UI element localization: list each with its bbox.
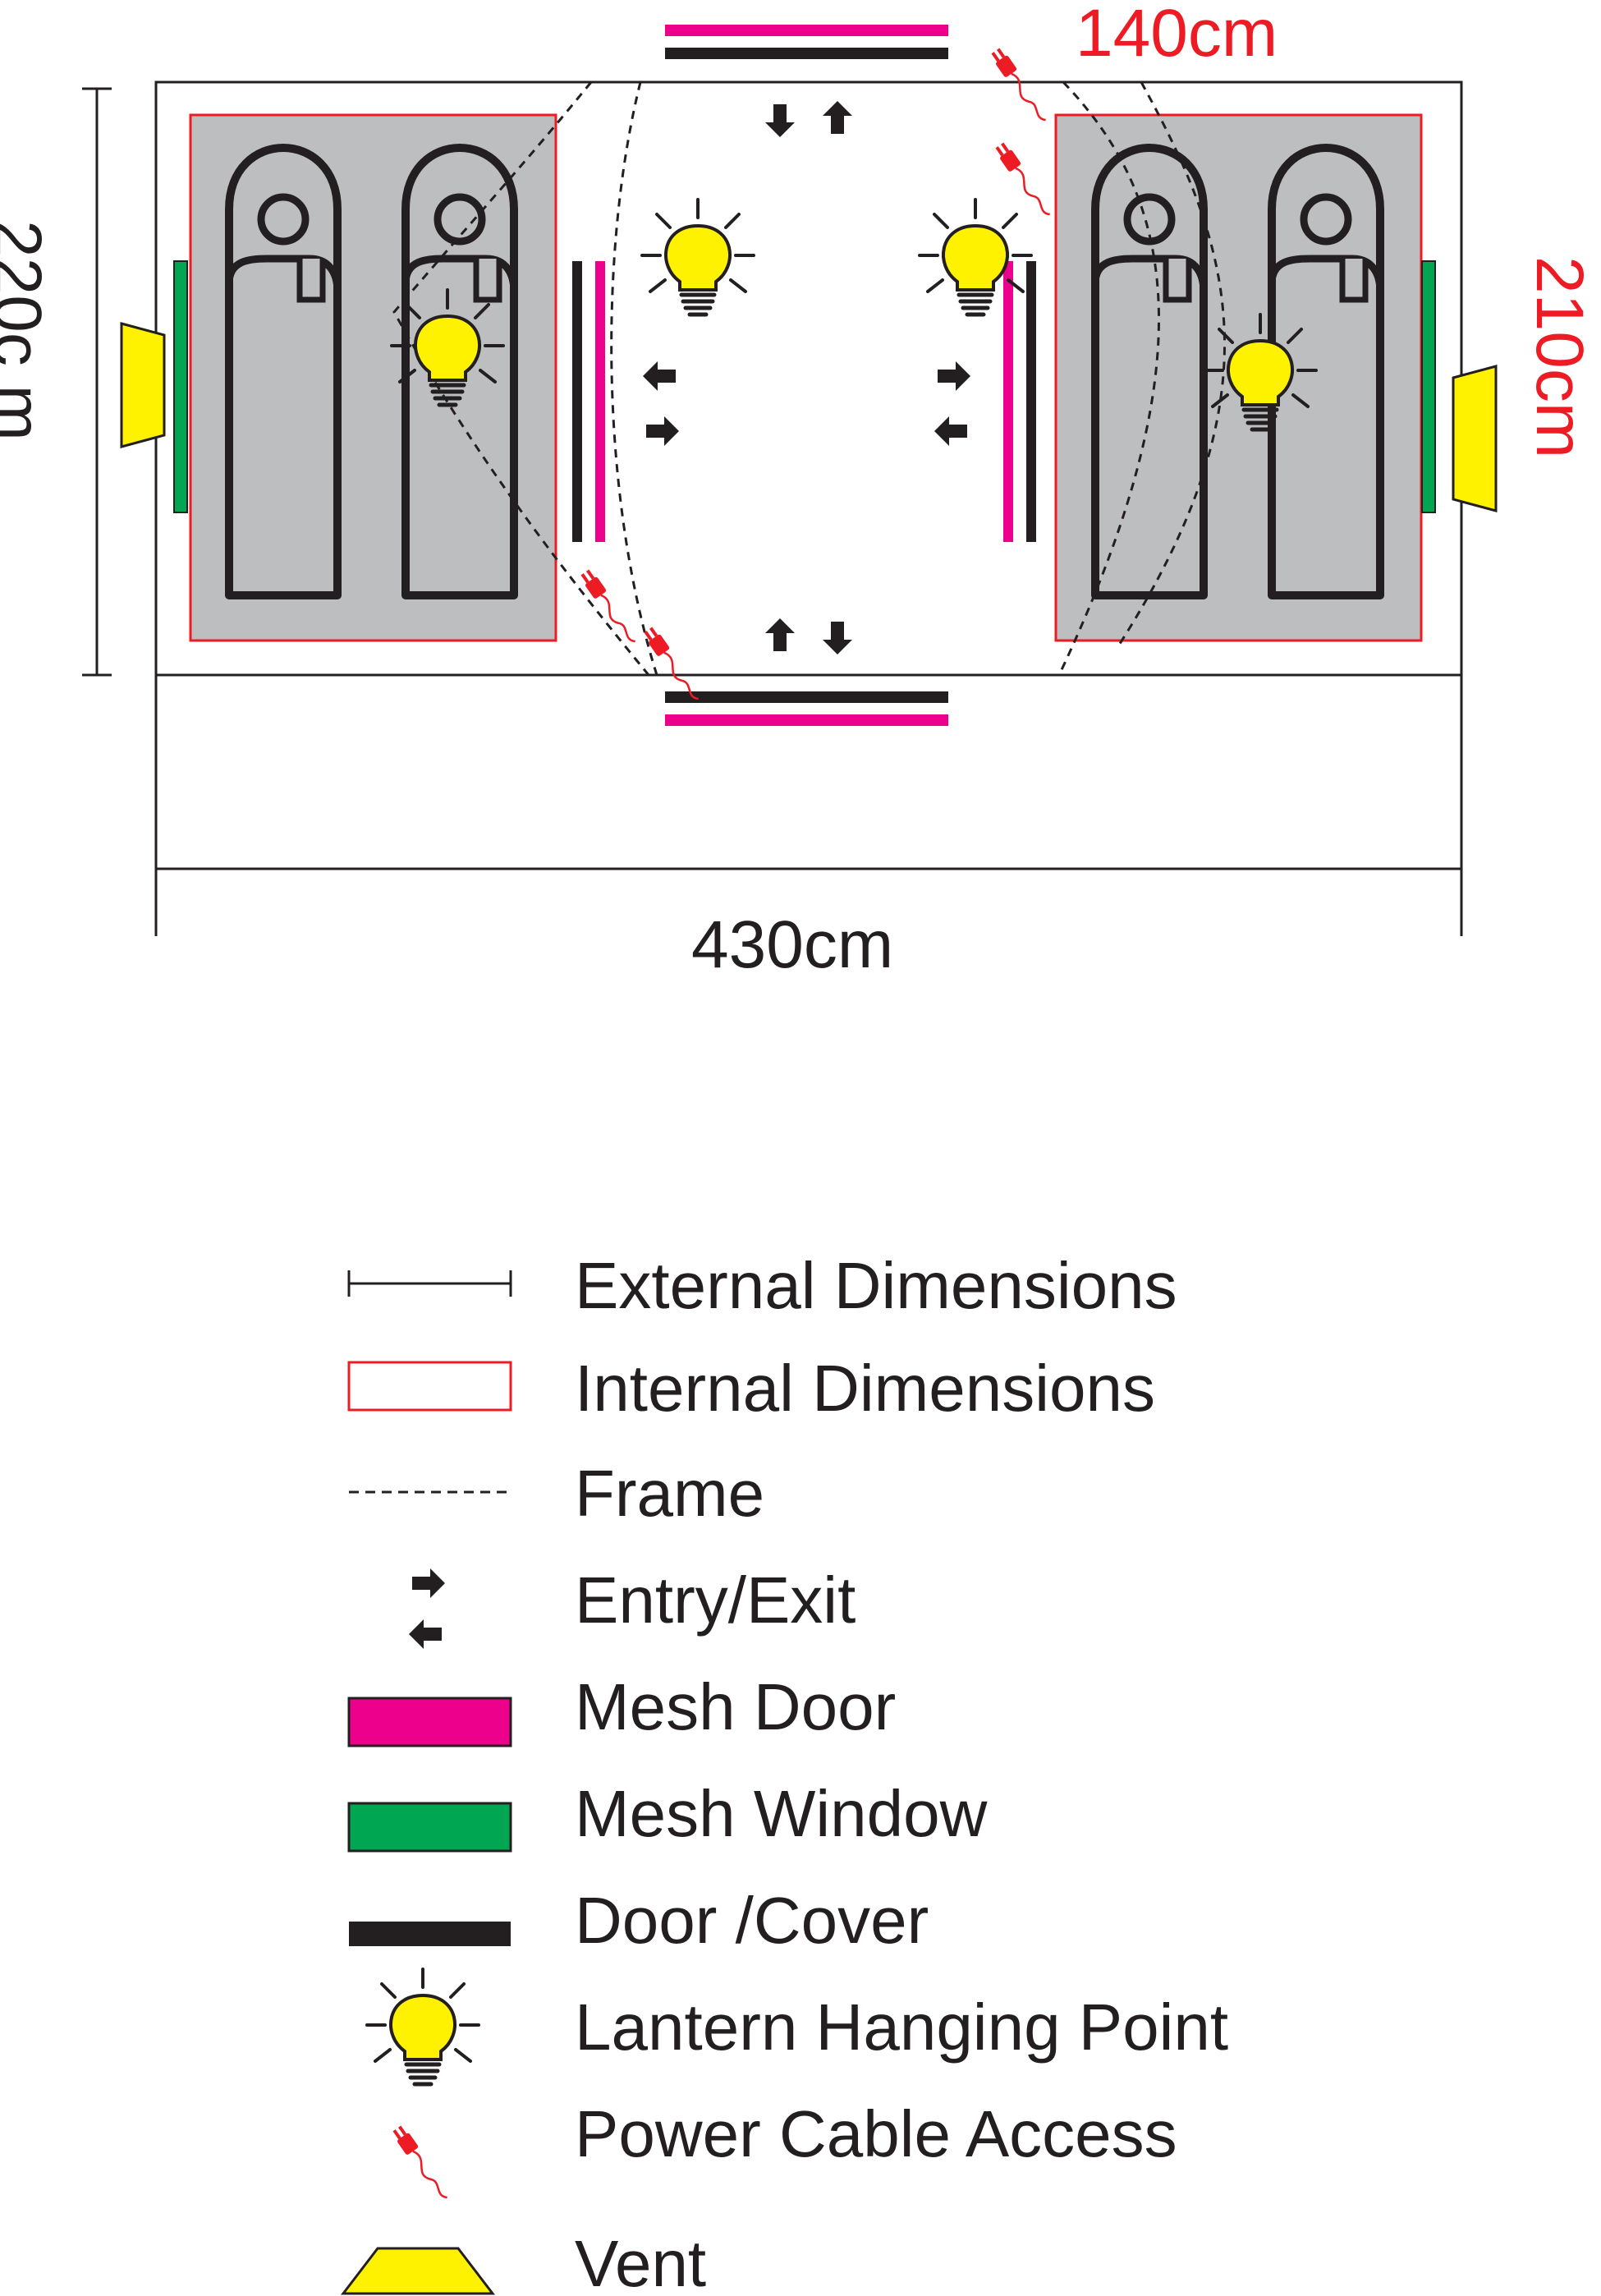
interior-length-label: 140cm <box>1076 0 1278 71</box>
dimension-lines <box>82 87 1463 936</box>
power-plug-icon <box>988 44 1053 127</box>
tent-plan <box>120 25 1498 726</box>
legend-label: Power Cable Access <box>575 2097 1177 2170</box>
legend-label: Lantern Hanging Point <box>575 1991 1228 2064</box>
inner-door-right <box>1003 261 1036 542</box>
mesh-window-left <box>173 260 188 513</box>
entry-exit-arrows-bottom <box>765 618 852 654</box>
legend: External Dimensions Internal Dimensions … <box>340 1249 1228 2296</box>
legend-meshwindow-icon <box>347 1802 512 1853</box>
vent-right <box>1452 365 1498 512</box>
legend-label: Entry/Exit <box>575 1564 856 1637</box>
mesh-window-right <box>1421 260 1436 513</box>
entry-exit-arrows-top <box>765 101 852 137</box>
legend-entry-icon <box>409 1568 445 1649</box>
legend-meshdoor-icon <box>347 1697 512 1747</box>
interior-width-label: 210cm <box>1522 256 1597 458</box>
exterior-length-label: 430cm <box>691 907 893 982</box>
legend-lantern-icon <box>367 1969 479 2084</box>
legend-label: Frame <box>575 1457 764 1530</box>
entry-exit-arrows-right <box>934 361 970 446</box>
lantern-icon <box>920 200 1031 315</box>
legend-label: Vent <box>575 2227 706 2296</box>
front-doors-top <box>665 25 948 59</box>
vent-left <box>120 322 166 448</box>
inner-door-left <box>572 261 605 542</box>
legend-label: Internal Dimensions <box>575 1352 1155 1425</box>
legend-vent-icon <box>340 2247 496 2295</box>
power-plug-icon <box>577 566 642 649</box>
legend-label: Door /Cover <box>575 1884 929 1957</box>
legend-label: External Dimensions <box>575 1249 1177 1322</box>
sleeping-bag <box>1095 148 1204 595</box>
front-doors-bottom <box>665 691 948 726</box>
sleeping-bag <box>229 148 337 595</box>
legend-door-icon <box>349 1922 511 1946</box>
lantern-icon <box>642 200 754 315</box>
exterior-width-label: 220c m <box>0 220 55 441</box>
power-plug-icon <box>992 139 1057 222</box>
legend-external-icon <box>347 1270 512 1297</box>
legend-internal-icon <box>347 1361 512 1412</box>
frame-poles <box>392 80 1226 676</box>
entry-exit-arrows-left <box>643 361 679 446</box>
legend-power-plug-icon <box>389 2122 454 2205</box>
legend-label: Mesh Door <box>575 1670 896 1743</box>
legend-label: Mesh Window <box>575 1777 988 1850</box>
